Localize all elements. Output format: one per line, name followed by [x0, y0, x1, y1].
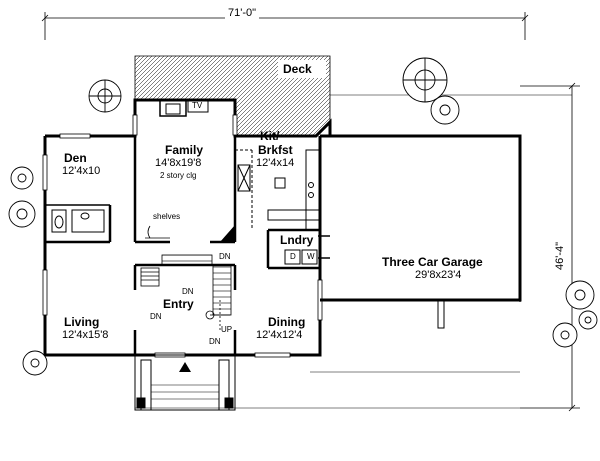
- family-room-label: Family: [165, 143, 204, 157]
- laundry-label: Lndry: [280, 233, 314, 247]
- living-size: 12'4x15'8: [62, 329, 109, 341]
- garage: [318, 134, 522, 329]
- garage-label: Three Car Garage: [382, 255, 483, 269]
- family-room-note: 2 story clg: [160, 171, 197, 180]
- deck-label: Deck: [283, 62, 312, 76]
- living-label: Living: [64, 315, 100, 329]
- dryer-label: D: [290, 252, 296, 261]
- shelves-label: shelves: [153, 212, 181, 221]
- bathroom: [51, 209, 105, 233]
- dining-size: 12'4x12'4: [256, 329, 303, 341]
- laundry-machines: [284, 249, 318, 265]
- fireplace: [159, 99, 209, 117]
- entry-label: Entry: [163, 297, 194, 311]
- stair-dn-label-4: DN: [209, 337, 221, 346]
- kitchen-label-line1: Kit/: [260, 129, 280, 143]
- depth-dimension-line: [520, 82, 580, 412]
- washer-label: W: [307, 252, 315, 261]
- front-porch: [134, 354, 236, 411]
- stairs: [140, 254, 232, 330]
- family-room-size: 14'8x19'8: [155, 157, 202, 169]
- dining-label: Dining: [268, 315, 306, 329]
- overall-width-label: 71'-0": [225, 8, 260, 19]
- stair-dn-label-1: DN: [219, 252, 231, 261]
- garage-size: 29'8x23'4: [415, 269, 462, 281]
- tv-label: TV: [192, 101, 203, 110]
- overall-depth-label: 46'-4": [554, 238, 567, 274]
- stair-dn-label-2: DN: [182, 287, 194, 296]
- stair-dn-label-3: DN: [150, 312, 162, 321]
- guide-lines: [135, 94, 572, 409]
- trees: [8, 57, 598, 376]
- kitchen-label-line2: Brkfst: [258, 143, 293, 157]
- shelves: [145, 225, 170, 239]
- family-corner: [220, 225, 235, 242]
- kitchen-size: 12'4x14: [256, 157, 295, 169]
- kitchen-fixtures: [235, 149, 321, 231]
- den-size: 12'4x10: [62, 165, 101, 177]
- stair-up-label: UP: [221, 325, 233, 334]
- den-label: Den: [64, 151, 87, 165]
- width-dimension-line: [41, 12, 529, 40]
